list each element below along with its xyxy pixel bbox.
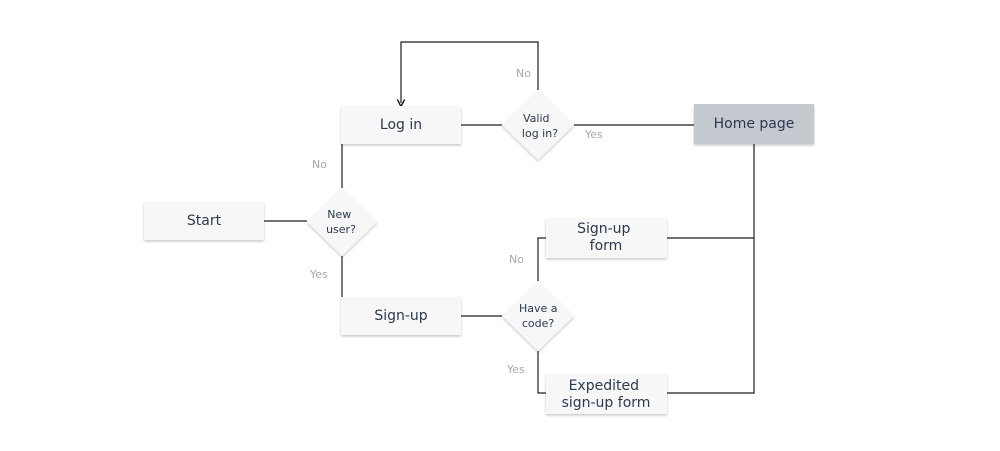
decision-have-code-line-2: code?: [522, 317, 555, 330]
decision-valid-log-in[interactable]: Valid log in?: [502, 90, 574, 160]
node-sign-up-form-line-1: Sign-up: [577, 221, 630, 237]
decision-have-code-label: Have a code?: [519, 302, 561, 330]
label-new-user-no: No: [312, 158, 327, 171]
label-new-user-yes: Yes: [309, 268, 328, 281]
node-expedited-sign-up-form[interactable]: Expedited sign-up form: [546, 374, 667, 414]
decision-new-user[interactable]: New user?: [307, 188, 377, 256]
node-expedited-line-1: Expedited: [569, 378, 639, 394]
node-sign-up-form-label: Sign-up form: [577, 221, 635, 254]
node-sign-up[interactable]: Sign-up: [341, 297, 461, 335]
node-log-in-label: Log in: [380, 117, 422, 133]
node-expedited-label: Expedited sign-up form: [562, 378, 651, 411]
node-sign-up-form-line-2: form: [590, 238, 623, 254]
label-valid-yes: Yes: [584, 128, 603, 141]
node-expedited-line-2: sign-up form: [562, 395, 651, 411]
label-code-yes: Yes: [506, 363, 525, 376]
connectors: [264, 41, 755, 394]
edge-have-code-to-sign-up-form: [537, 237, 546, 281]
edge-labels: No Yes No Yes No Yes: [309, 67, 603, 376]
decision-valid-line-1: Valid: [523, 112, 550, 125]
edge-have-code-to-expedited: [537, 351, 546, 394]
node-log-in[interactable]: Log in: [341, 106, 461, 144]
label-code-no: No: [509, 253, 524, 266]
node-home-page[interactable]: Home page: [694, 104, 814, 144]
edge-expedited-to-home: [667, 144, 755, 394]
decision-new-user-label: New user?: [326, 208, 356, 236]
edge-valid-loop-back-to-log-in: [401, 41, 539, 103]
decision-new-user-line-1: New: [327, 208, 351, 221]
decision-new-user-line-2: user?: [326, 223, 356, 236]
decision-valid-label: Valid log in?: [522, 112, 558, 140]
decision-valid-line-2: log in?: [522, 127, 558, 140]
node-sign-up-form[interactable]: Sign-up form: [546, 218, 667, 258]
label-valid-no: No: [516, 67, 531, 80]
decision-have-code-line-1: Have a: [519, 302, 558, 315]
node-sign-up-label: Sign-up: [374, 308, 427, 324]
node-home-page-label: Home page: [714, 116, 795, 132]
decision-have-a-code[interactable]: Have a code?: [502, 281, 574, 351]
node-start-label: Start: [187, 213, 222, 229]
node-start[interactable]: Start: [144, 202, 264, 240]
